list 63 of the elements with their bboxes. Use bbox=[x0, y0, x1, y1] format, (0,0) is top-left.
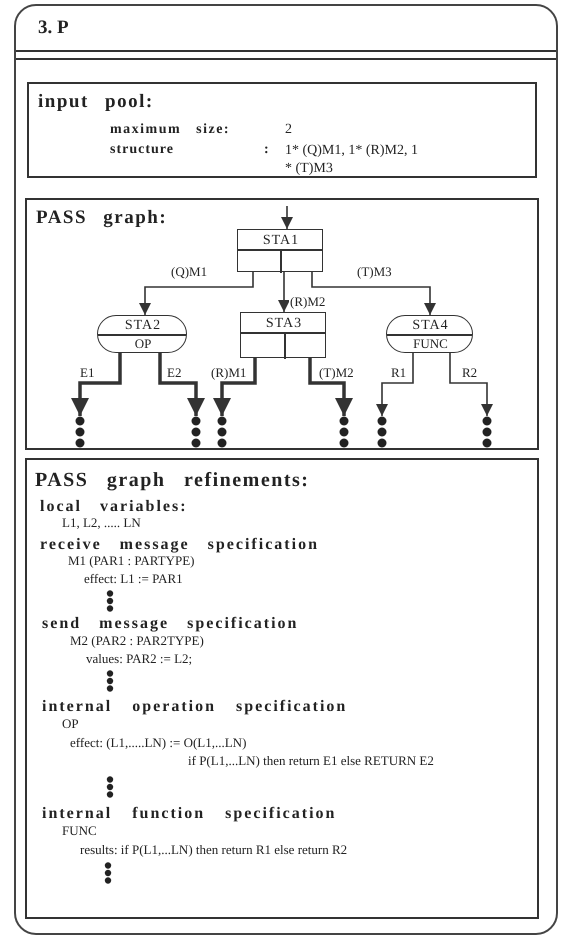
arrow bbox=[158, 353, 205, 416]
edge-label: (R)M1 bbox=[210, 366, 248, 379]
code-line: OP bbox=[62, 717, 79, 732]
ellipsis-icon bbox=[338, 416, 350, 448]
state-box bbox=[237, 229, 323, 272]
code-line: FUNC bbox=[62, 824, 97, 838]
field-label: structure bbox=[110, 142, 174, 158]
section-heading: input pool: bbox=[38, 92, 154, 113]
section-heading: PASS graph: bbox=[36, 208, 168, 229]
edge-label: (T)M2 bbox=[318, 366, 355, 379]
state-box bbox=[97, 315, 187, 353]
code-line: values: PAR2 := L2; bbox=[86, 652, 192, 666]
operation-name: OP bbox=[134, 337, 152, 352]
ellipsis-icon bbox=[216, 416, 228, 448]
arrow bbox=[281, 206, 293, 229]
code-line: M1 (PAR1 : PARTYPE) bbox=[68, 554, 194, 568]
section-heading: PASS graph refinements: bbox=[35, 469, 310, 491]
edge-label: E2 bbox=[166, 366, 182, 379]
field-value: 1* (Q)M1, 1* (R)M2, 1 * (T)M3 bbox=[285, 142, 419, 178]
code-line: effect: (L1,.....LN) := O(L1,...LN) bbox=[70, 736, 246, 750]
arrow bbox=[311, 272, 436, 315]
state-box bbox=[386, 315, 473, 353]
arrow bbox=[376, 353, 414, 416]
section-panel bbox=[27, 82, 537, 178]
section-panel bbox=[25, 458, 539, 919]
code-line: results: if P(L1,...LN) then return R1 else return R2 bbox=[80, 843, 348, 858]
section-panel bbox=[25, 198, 539, 450]
state-name: STA1 bbox=[262, 233, 300, 248]
edge-label: (R)M2 bbox=[289, 295, 326, 308]
arrow bbox=[213, 358, 257, 416]
code-line: effect: L1 := PAR1 bbox=[84, 572, 183, 586]
card-title: 3. P bbox=[38, 18, 69, 39]
edge-label: R1 bbox=[390, 366, 408, 379]
card-frame bbox=[14, 4, 558, 935]
subsection-heading: internal function specification bbox=[42, 805, 336, 823]
subsection-heading: internal operation specification bbox=[42, 698, 348, 716]
subsection-heading: send message specification bbox=[42, 615, 298, 633]
field-label: maximum size: bbox=[110, 122, 230, 138]
edge-label: R2 bbox=[461, 366, 478, 379]
state-name: STA3 bbox=[264, 316, 304, 332]
code-line: M2 (PAR2 : PAR2TYPE) bbox=[70, 634, 204, 648]
field-value: 2 bbox=[285, 122, 292, 138]
subsection-heading: receive message specification bbox=[40, 536, 319, 554]
arrow bbox=[308, 358, 353, 416]
state-name: STA4 bbox=[411, 318, 450, 334]
ellipsis-icon bbox=[376, 416, 388, 448]
edge-label: E1 bbox=[79, 366, 96, 379]
ellipsis-icon bbox=[74, 416, 86, 448]
separator-colon: : bbox=[264, 142, 269, 158]
arrow bbox=[71, 353, 122, 416]
code-line: L1, L2, ..... LN bbox=[62, 516, 141, 530]
edge-label: (T)M3 bbox=[356, 265, 393, 278]
ellipsis-icon bbox=[481, 416, 493, 448]
arrow bbox=[278, 272, 290, 312]
function-name: FUNC bbox=[412, 337, 449, 352]
state-box bbox=[240, 312, 326, 358]
arrow bbox=[139, 272, 254, 315]
state-name: STA2 bbox=[124, 318, 162, 334]
edge-label: (Q)M1 bbox=[170, 265, 208, 278]
arrow bbox=[449, 353, 493, 416]
code-line: if P(L1,...LN) then return E1 else RETURN E2 bbox=[188, 754, 434, 768]
subsection-heading: local variables: bbox=[40, 498, 188, 516]
ellipsis-icon bbox=[190, 416, 202, 448]
